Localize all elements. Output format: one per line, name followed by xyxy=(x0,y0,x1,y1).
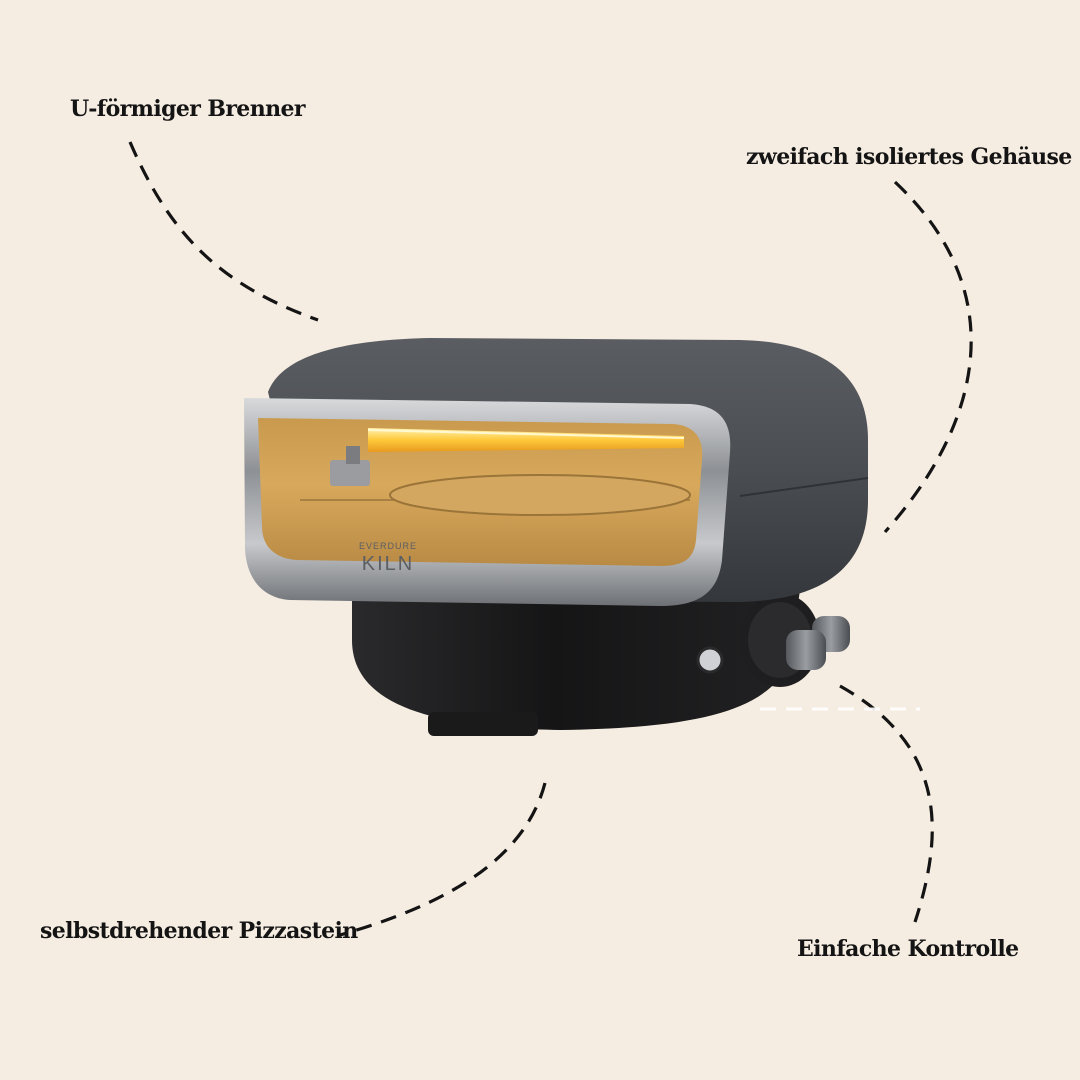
leader-line-burner xyxy=(128,141,319,322)
leader-line-stone xyxy=(339,782,547,937)
label-u-burner: U-förmiger Brenner xyxy=(70,96,305,122)
control-knob-front xyxy=(786,630,826,670)
oven-controls xyxy=(696,616,850,674)
label-rotating-stone: selbstdrehender Pizzastein xyxy=(40,918,358,944)
brand-name: EVERDURE xyxy=(359,541,417,551)
ignition-button xyxy=(696,646,724,674)
label-easy-control: Einfache Kontrolle xyxy=(797,936,1019,962)
oven-base xyxy=(352,590,820,736)
steel-door-frame xyxy=(244,398,731,606)
leader-line-control xyxy=(839,684,934,923)
brand-logo: EVERDURE KILN xyxy=(359,541,417,575)
label-insulated-housing: zweifach isoliertes Gehäuse xyxy=(746,144,1072,170)
leader-line-housing xyxy=(883,180,973,534)
model-name: KILN xyxy=(362,553,414,575)
